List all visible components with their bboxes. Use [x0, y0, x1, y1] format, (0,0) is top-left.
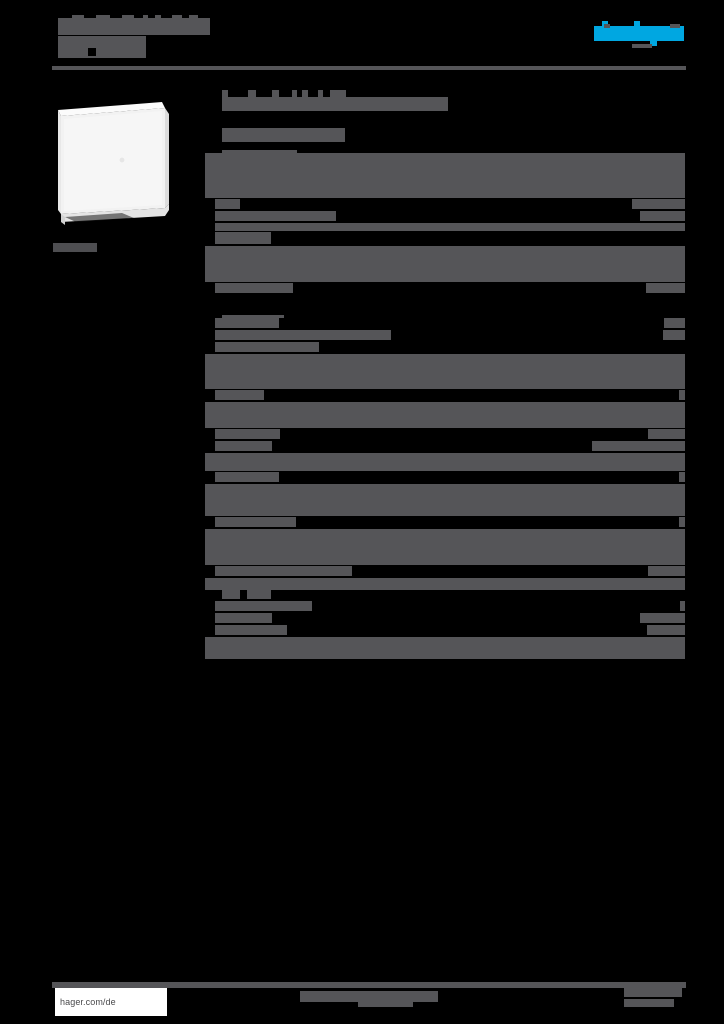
table-cell-value	[271, 232, 686, 244]
header-order-number-cutout	[88, 48, 96, 56]
logo-glyph-desc	[650, 40, 657, 46]
footer-page-number	[624, 988, 682, 997]
table-cell-value	[272, 613, 640, 623]
table-key-column-gap	[205, 330, 215, 340]
table-key-column-gap	[205, 601, 215, 611]
page-subtitle	[222, 128, 345, 142]
table-row	[205, 453, 685, 471]
table-cell-value	[391, 330, 663, 340]
footer-url[interactable]: hager.com/de	[55, 988, 167, 1016]
product-photo	[52, 92, 170, 227]
table-group-heading-3	[222, 590, 240, 599]
header-reference-notch-e	[155, 15, 161, 19]
table-cell-value	[280, 429, 648, 439]
footer-center-note-second-line	[358, 996, 413, 1007]
table-row	[205, 153, 685, 198]
table-key-column-gap	[205, 625, 215, 635]
table-group-heading-3b	[247, 590, 271, 599]
product-caption	[53, 243, 97, 252]
page-title-asc3	[272, 90, 279, 97]
page-title-asc4	[292, 90, 297, 97]
header-reference-notch-a	[72, 15, 84, 19]
logo-registered-mark	[632, 44, 652, 48]
header-reference-notch-g	[189, 15, 198, 19]
table-key-column-gap	[205, 211, 215, 221]
table-separator	[205, 294, 685, 314]
table-key-column-gap	[205, 232, 215, 244]
table-row	[205, 637, 685, 659]
table-key-column-gap	[205, 441, 215, 451]
table-key-column-gap	[205, 472, 215, 482]
page-title-asc5	[302, 90, 308, 97]
table-key-column-gap	[205, 429, 215, 439]
table-cell-value	[279, 318, 664, 328]
table-cell-value	[287, 625, 647, 635]
header-divider	[52, 66, 686, 70]
page-title	[222, 97, 448, 111]
table-cell-value	[319, 342, 685, 352]
hager-logo	[592, 20, 688, 50]
page-title-asc6	[318, 90, 323, 97]
header-reference-block	[58, 18, 210, 35]
table-cell-value	[336, 211, 640, 221]
table-cell-value	[312, 601, 680, 611]
table-row	[205, 223, 685, 231]
page-title-ascenders	[222, 90, 228, 97]
table-row	[205, 578, 685, 590]
table-row	[205, 402, 685, 428]
footer-divider	[52, 982, 686, 988]
page-header	[0, 0, 724, 78]
table-row	[205, 529, 685, 565]
logo-glyph	[594, 26, 684, 41]
table-cell-value	[264, 390, 679, 400]
header-reference-notch-b	[96, 15, 110, 19]
table-key-column-gap	[205, 517, 215, 527]
logo-shadow-right	[670, 24, 680, 28]
header-reference-notch-d	[143, 15, 148, 19]
logo-glyph-asc2	[634, 21, 640, 27]
table-cell-value	[279, 472, 679, 482]
table-key-column-gap	[205, 390, 215, 400]
table-cell-value	[293, 283, 646, 293]
table-key-column-gap	[205, 223, 215, 231]
table-key-column-gap	[205, 318, 215, 328]
table-row	[205, 354, 685, 389]
table-key-column-gap	[205, 342, 215, 352]
footer-page-number-second-line	[624, 999, 674, 1007]
table-key-column-gap	[205, 199, 215, 209]
technical-specification-table	[205, 150, 686, 685]
table-row	[205, 246, 685, 282]
table-cell-value	[352, 566, 648, 576]
page-title-asc7	[330, 90, 346, 97]
logo-shadow-left	[604, 24, 610, 28]
table-key-column-gap	[205, 613, 215, 623]
table-cell-value	[240, 199, 632, 209]
table-cell-value	[296, 517, 679, 527]
table-cell-value	[272, 441, 592, 451]
table-key-column-gap	[205, 566, 215, 576]
table-row	[205, 484, 685, 516]
header-reference-notch-c	[122, 15, 134, 19]
header-reference-notch-f	[172, 15, 182, 19]
header-order-number-block	[58, 36, 146, 58]
table-key-column-gap	[205, 283, 215, 293]
page-title-asc2	[248, 90, 256, 97]
